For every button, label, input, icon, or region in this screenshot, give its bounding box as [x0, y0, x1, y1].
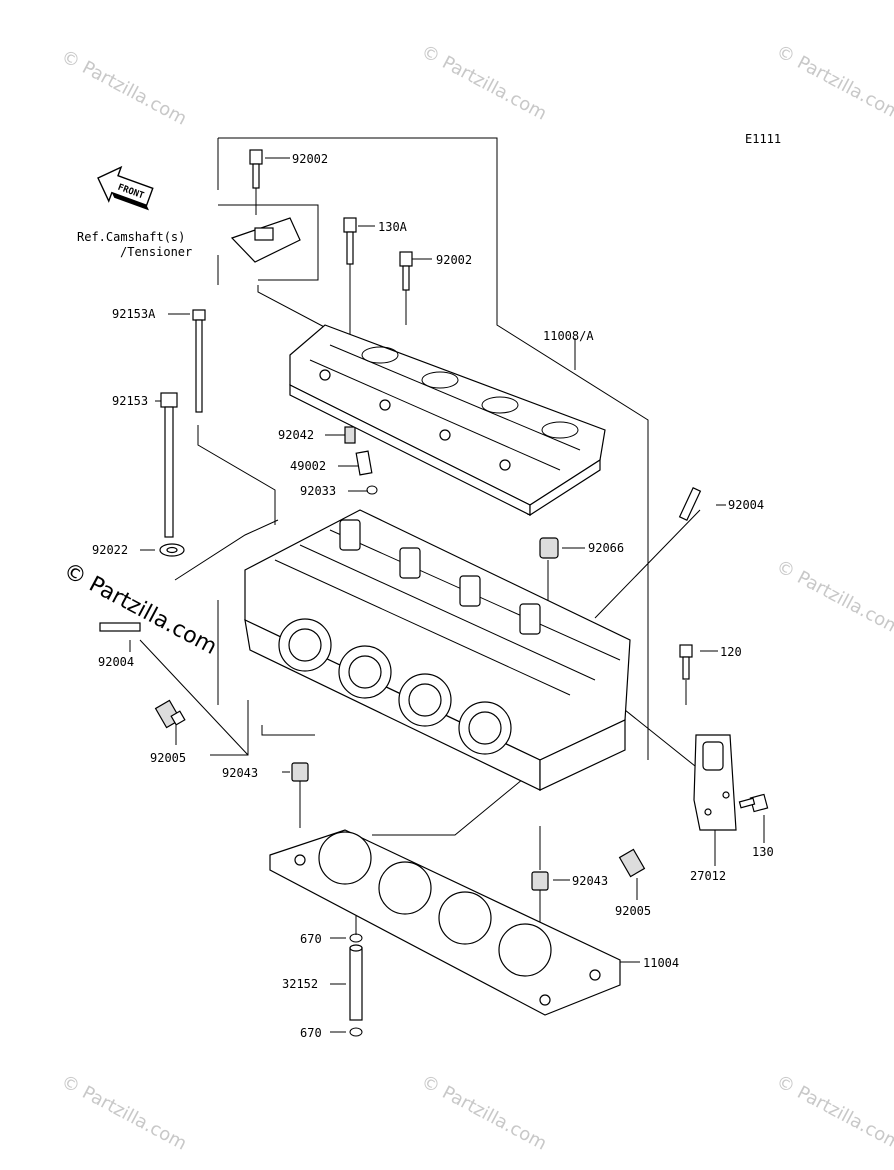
- oring-670-top: [349, 933, 363, 943]
- plug-49002: [355, 450, 373, 476]
- stud-92004-left: [99, 622, 141, 632]
- watermark-text: © Partzilla.com: [58, 1071, 191, 1155]
- dowel-92043-right: [531, 871, 549, 891]
- callout-27012: 27012: [690, 869, 726, 883]
- watermark-text: © Partzilla.com: [418, 41, 551, 125]
- watermark-text: © Partzilla.com: [58, 46, 191, 130]
- bolt-130a: [343, 217, 357, 265]
- ref-note-line-1: Ref.Camshaft(s): [77, 230, 185, 244]
- callout-92004-left: 92004: [98, 655, 134, 669]
- callout-670-bot: 670: [300, 1026, 322, 1040]
- callout-92002-top: 92002: [292, 152, 328, 166]
- washer-92022: [159, 543, 185, 557]
- camshaft-holder-11008a: [289, 324, 606, 517]
- bolt-92002-top: [249, 149, 263, 190]
- callout-92042: 92042: [278, 428, 314, 442]
- bolt-120: [679, 644, 693, 680]
- watermark-text: © Partzilla.com: [773, 41, 894, 125]
- watermark-text: © Partzilla.com: [773, 556, 894, 640]
- stud-92004-right: [678, 487, 702, 521]
- pipe-32152: [349, 944, 363, 1021]
- callout-92066: 92066: [588, 541, 624, 555]
- callout-92005-left: 92005: [150, 751, 186, 765]
- dowel-92042: [344, 426, 356, 444]
- callout-670-top: 670: [300, 932, 322, 946]
- plug-92066: [539, 537, 559, 559]
- callout-130: 130: [752, 845, 774, 859]
- callout-92005-right: 92005: [615, 904, 651, 918]
- callout-92002-mid: 92002: [436, 253, 472, 267]
- bolt-130: [738, 793, 769, 813]
- ref-note-line-2: /Tensioner: [120, 245, 192, 259]
- watermark-text: © Partzilla.com: [418, 1071, 551, 1155]
- callout-92004-right: 92004: [728, 498, 764, 512]
- camshaft-cap-ref: [230, 217, 301, 263]
- callout-92043-left: 92043: [222, 766, 258, 780]
- bolt-92002-mid: [399, 251, 413, 291]
- watermark-text: © Partzilla.com: [773, 1071, 894, 1155]
- fitting-92005-left: [154, 699, 186, 729]
- bolt-92153a: [192, 309, 206, 413]
- head-gasket-11004: [269, 829, 621, 1016]
- cylinder-head: [244, 509, 631, 791]
- watermark-text-bold: © Partzilla.com: [59, 558, 221, 660]
- front-arrow-icon: FRONT: [97, 165, 154, 211]
- callout-92033: 92033: [300, 484, 336, 498]
- leader-lines: [129, 157, 765, 1033]
- bolt-92153: [160, 392, 178, 538]
- callout-120: 120: [720, 645, 742, 659]
- callout-labels: 92002 130A 92002 92153A 11008/A 92153 92…: [92, 152, 774, 1040]
- bracket-27012: [693, 734, 737, 831]
- callout-49002: 49002: [290, 459, 326, 473]
- callout-32152: 32152: [282, 977, 318, 991]
- callout-92022: 92022: [92, 543, 128, 557]
- callout-11008a: 11008/A: [543, 329, 594, 343]
- ring-92033: [366, 485, 378, 495]
- callout-130a: 130A: [378, 220, 408, 234]
- fitting-92005-right: [618, 848, 646, 878]
- dowel-92043-left: [291, 762, 309, 782]
- diagram-code: E1111: [745, 132, 781, 146]
- callout-11004: 11004: [643, 956, 679, 970]
- callout-92153a: 92153A: [112, 307, 156, 321]
- callout-92043-right: 92043: [572, 874, 608, 888]
- callout-92153: 92153: [112, 394, 148, 408]
- oring-670-bot: [349, 1027, 363, 1037]
